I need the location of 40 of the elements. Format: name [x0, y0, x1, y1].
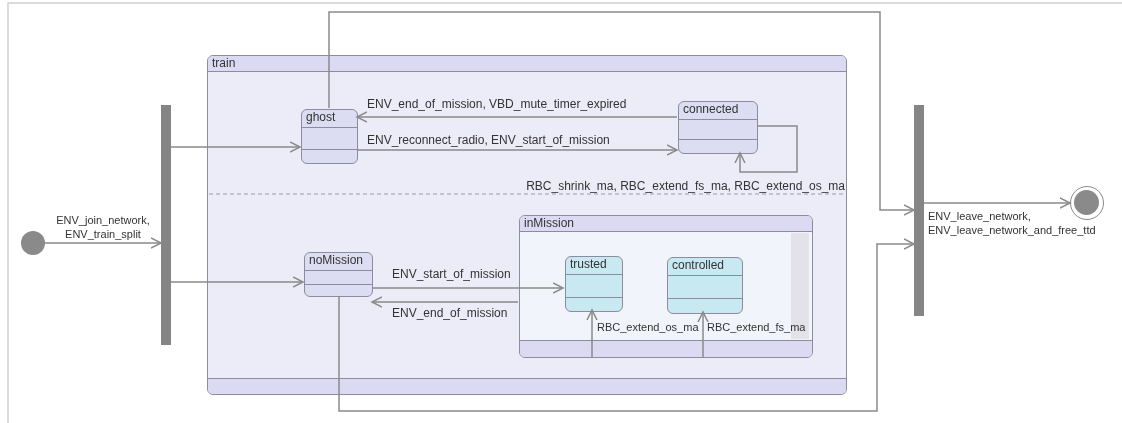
transition-arrow — [697, 311, 709, 358]
transition-arrow — [586, 309, 598, 358]
transition-arrow — [170, 276, 304, 288]
state-name: controlled — [672, 258, 725, 272]
state-box — [301, 109, 358, 164]
transition-arrow — [328, 11, 915, 216]
initial-state — [21, 231, 45, 255]
composite-state-box — [519, 215, 813, 358]
transition-label: RBC_extend_os_ma — [597, 320, 699, 334]
state-name: ghost — [306, 110, 336, 124]
state-box — [304, 252, 373, 297]
transition-label: ENV_end_of_mission, VBD_mute_timer_expired — [367, 97, 627, 111]
state-name: connected — [683, 102, 739, 116]
transition-arrow — [923, 197, 1071, 209]
join-bar — [914, 105, 924, 316]
transition-label: ENV_join_network, ENV_train_split — [55, 213, 151, 241]
transition-label: ENV_leave_network, ENV_leave_network_and_free_ttd — [928, 209, 1097, 237]
transition-label: ENV_reconnect_radio, ENV_start_of_mission — [367, 133, 610, 147]
state-box — [678, 101, 758, 154]
transition-arrow — [734, 125, 798, 173]
state-box — [667, 257, 743, 314]
transition-arrow — [371, 296, 519, 308]
state-name: train — [212, 56, 236, 70]
state-name: noMission — [309, 253, 364, 267]
transition-arrow — [356, 144, 678, 156]
transition-arrow — [371, 282, 564, 294]
transition-arrow — [356, 111, 678, 123]
fork-bar — [161, 105, 171, 345]
transition-arrow — [338, 238, 915, 412]
transition-label: ENV_start_of_mission — [392, 267, 511, 281]
transition-arrow — [170, 141, 301, 153]
state-name: inMission — [524, 216, 574, 230]
transition-arrow — [44, 237, 162, 249]
final-state — [1070, 186, 1104, 220]
state-name: trusted — [570, 257, 607, 271]
composite-state-box — [207, 55, 847, 395]
transition-label: ENV_end_of_mission — [392, 306, 508, 320]
state-box — [565, 256, 623, 312]
transition-label: RBC_extend_fs_ma — [707, 320, 806, 334]
transition-label: RBC_shrink_ma, RBC_extend_fs_ma, RBC_extend_os_ma — [525, 179, 845, 193]
